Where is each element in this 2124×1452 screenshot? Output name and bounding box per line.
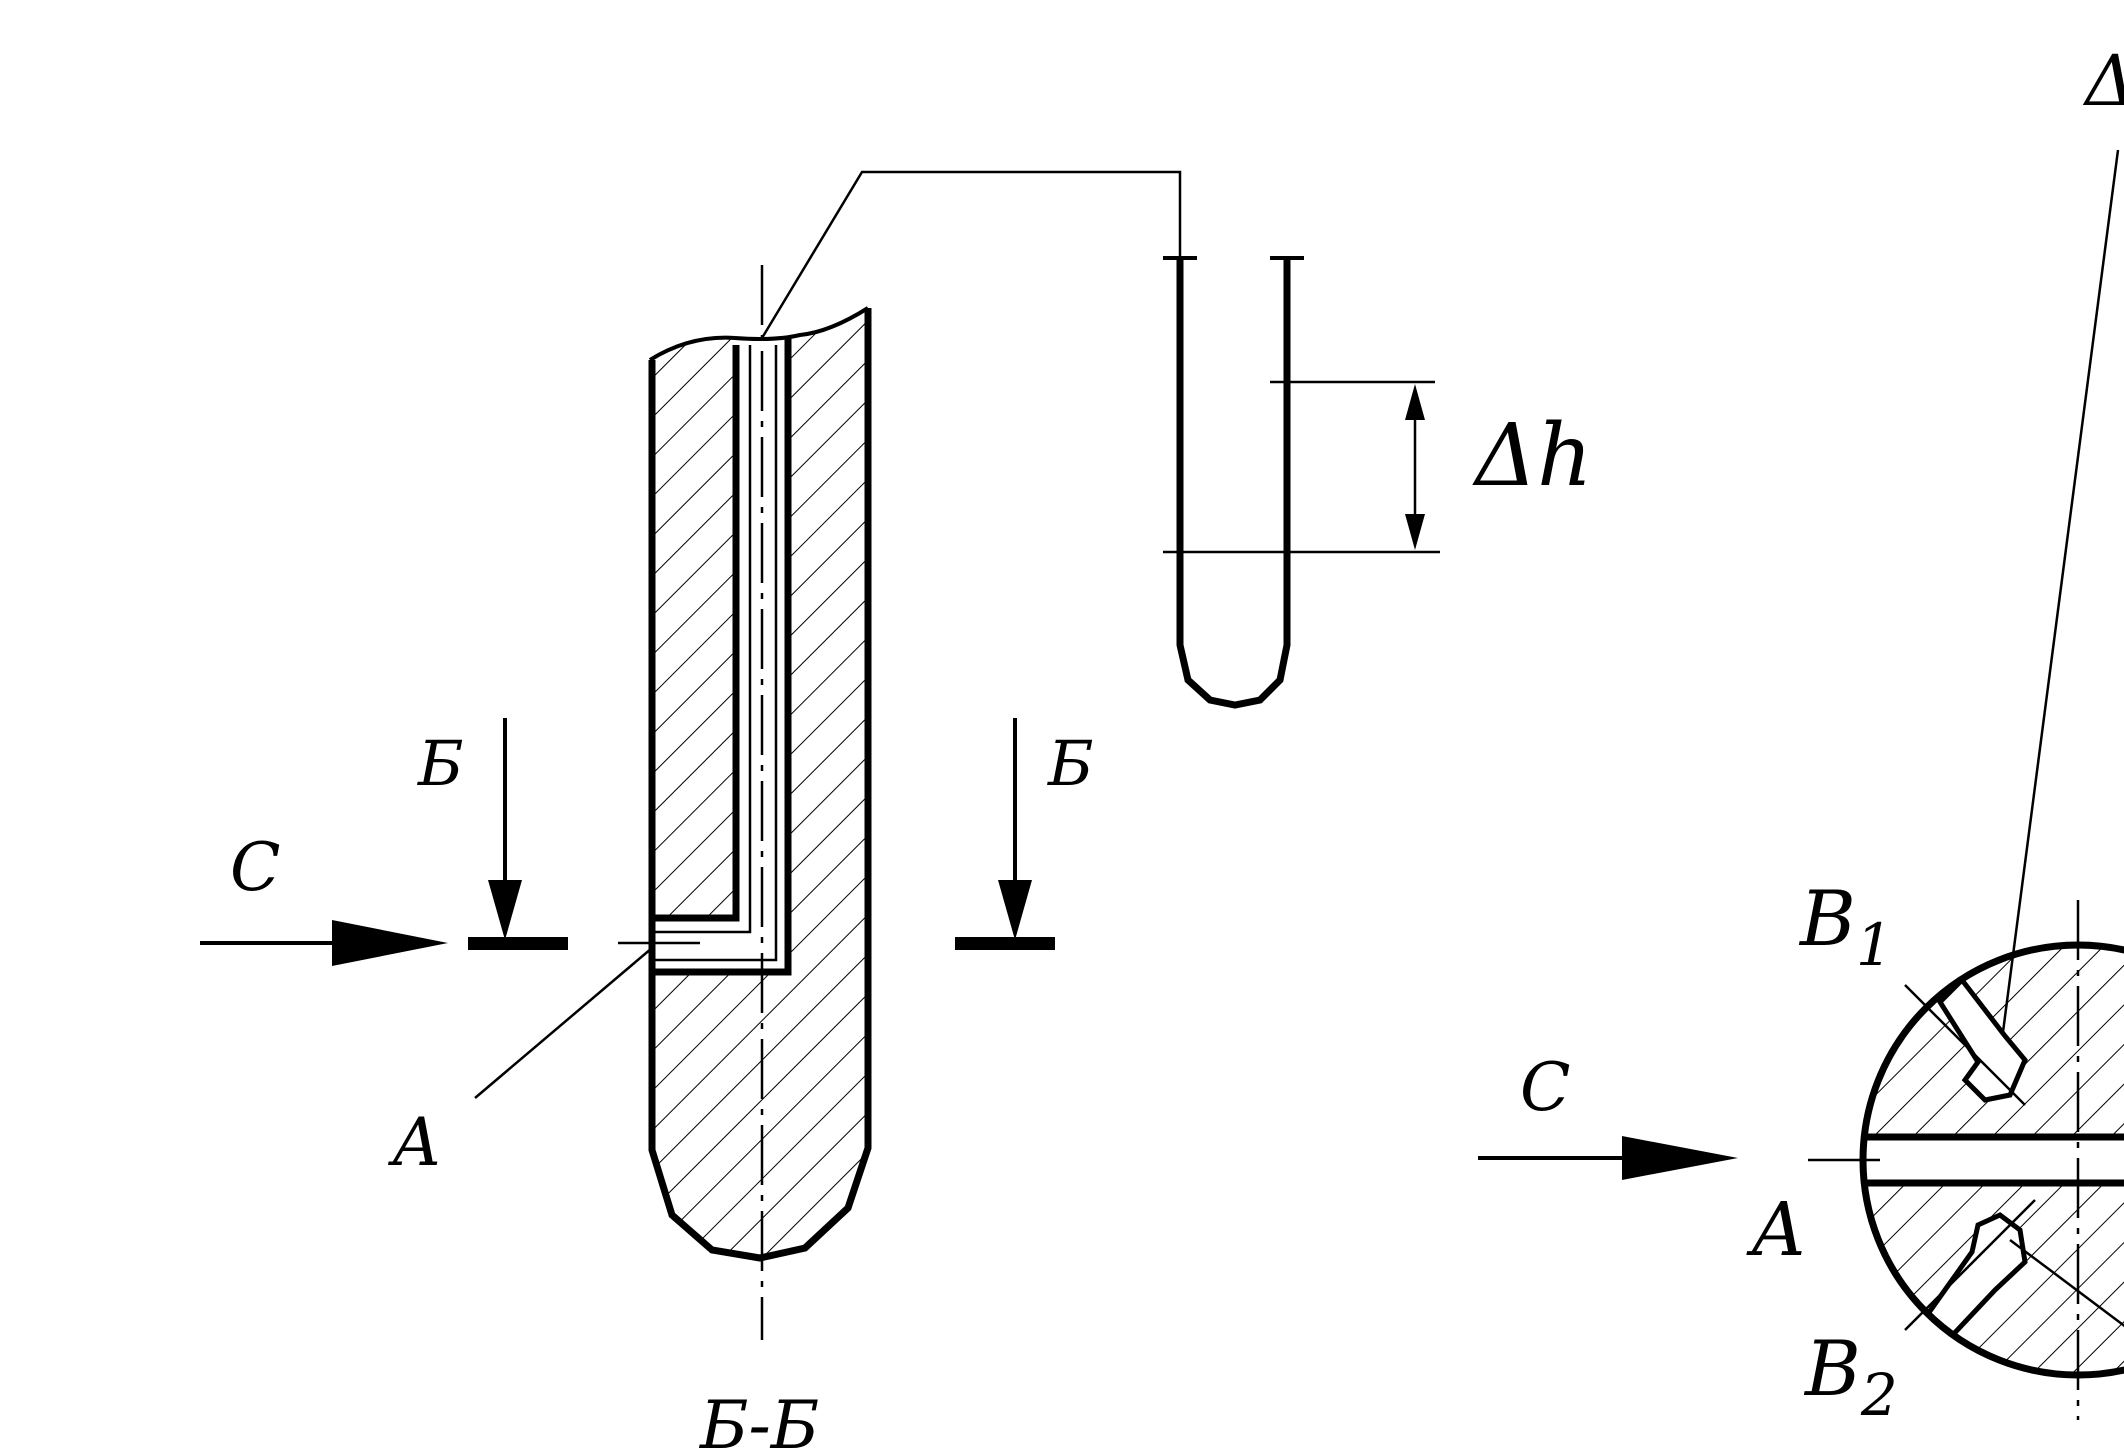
channel-inner-line bbox=[652, 345, 752, 934]
flow-arrow-right: C bbox=[1478, 1049, 1738, 1180]
connecting-tube bbox=[760, 170, 1182, 339]
leader-b1-upper bbox=[1998, 149, 2120, 1056]
probe-break-line bbox=[648, 306, 870, 362]
probe-channel-horizontal bbox=[652, 918, 788, 974]
flow-arrow-left: C bbox=[200, 829, 448, 966]
section-label-left: Б bbox=[417, 727, 464, 800]
section-marker-left: Б bbox=[417, 718, 568, 950]
cross-section: Δ bbox=[1808, 40, 2124, 1420]
probe-outline bbox=[648, 308, 872, 1262]
channel-b1 bbox=[1936, 976, 2028, 1103]
leader-a-left bbox=[474, 947, 653, 1099]
section-title: Б-Б bbox=[698, 1387, 819, 1452]
flow-label-left: C bbox=[230, 829, 281, 906]
channel-wall-left bbox=[652, 345, 740, 922]
b1-label: B1 bbox=[1798, 874, 1893, 979]
probe-body bbox=[648, 265, 872, 1340]
section-label-right: Б bbox=[1047, 727, 1094, 800]
channel-inner-line-2 bbox=[652, 345, 778, 962]
u-tube bbox=[1176, 258, 1291, 709]
delta-h-label: Δh bbox=[1472, 406, 1593, 506]
channel-b2 bbox=[1921, 1212, 2028, 1344]
channel-wall-right bbox=[652, 338, 792, 976]
leader-b2 bbox=[1904, 1199, 2036, 1331]
b2-label: B2 bbox=[1803, 1324, 1898, 1429]
delta-label-partial: Δ bbox=[2082, 40, 2124, 122]
dimension-arrow-up bbox=[1405, 384, 1425, 420]
point-a-label-right: A bbox=[1746, 1187, 1805, 1273]
flow-label-right: C bbox=[1520, 1049, 1571, 1126]
dimension-arrow-down bbox=[1405, 514, 1425, 550]
leader-b1 bbox=[1904, 984, 2026, 1106]
point-a-label-left: A bbox=[387, 1104, 441, 1181]
u-tube-manometer: Δh bbox=[1163, 256, 1593, 709]
section-marker-right: Б bbox=[955, 718, 1094, 950]
